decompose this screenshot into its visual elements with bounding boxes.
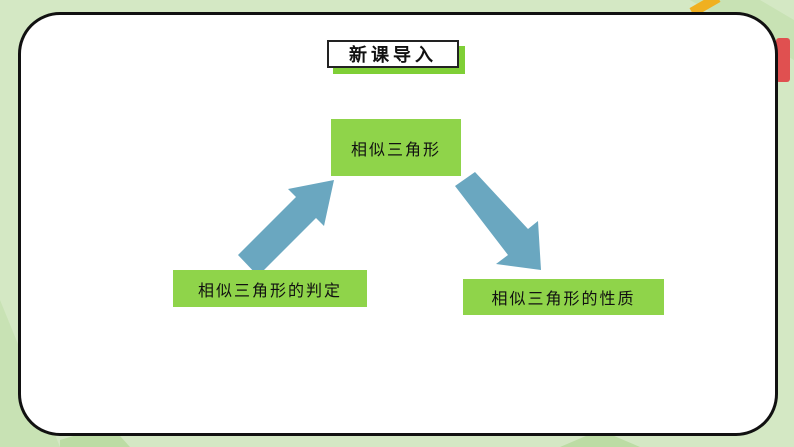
node-similar-triangles: 相似三角形 — [331, 119, 461, 176]
title-text: 新课导入 — [327, 40, 459, 68]
arrow-down-right — [455, 172, 541, 270]
node-similar-triangles-criteria: 相似三角形的判定 — [173, 270, 367, 307]
slide-title: 新课导入 — [327, 40, 465, 74]
node-similar-triangles-properties: 相似三角形的性质 — [463, 279, 664, 315]
slide-card — [18, 12, 778, 436]
arrow-up-right — [238, 180, 334, 276]
